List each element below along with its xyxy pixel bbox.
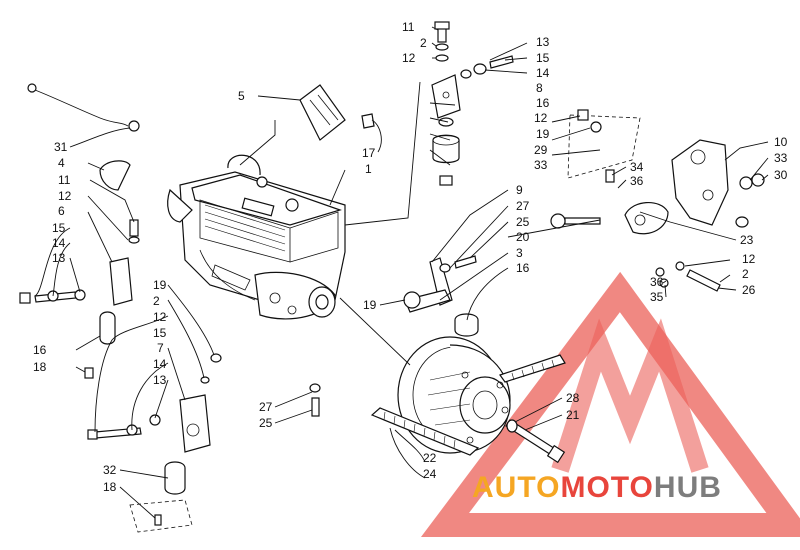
callout-27: 27 <box>516 199 530 213</box>
watermark-text: AUTOMOTOHUB <box>472 471 722 504</box>
callout-12: 12 <box>153 310 167 324</box>
callout-19: 19 <box>153 278 167 292</box>
callout-5: 5 <box>238 89 245 103</box>
left-upper-mount-bracket <box>19 219 140 379</box>
callout-34: 34 <box>630 160 644 174</box>
callout-25: 25 <box>259 416 273 430</box>
callout-36: 36 <box>650 275 664 289</box>
callout-7: 7 <box>157 341 164 355</box>
callout-23: 23 <box>740 233 754 247</box>
callout-33: 33 <box>774 151 788 165</box>
callout-16: 16 <box>516 261 530 275</box>
callout-8: 8 <box>536 81 543 95</box>
callout-28: 28 <box>566 391 580 405</box>
callout-11: 11 <box>402 20 415 34</box>
watermark-triangle-outer <box>420 271 800 537</box>
callout-13: 13 <box>52 251 66 265</box>
front-engine-mount-stack <box>431 21 514 186</box>
callout-19: 19 <box>363 298 377 312</box>
exhaust-manifold-bracket <box>299 84 375 141</box>
rear-engine-mount-bracket <box>550 109 765 292</box>
watermark-text-auto: AUTO <box>472 471 560 504</box>
watermark-text-hub: HUB <box>654 471 722 504</box>
callout-30: 30 <box>774 168 788 182</box>
callout-35: 35 <box>650 290 664 304</box>
callout-14: 14 <box>536 66 550 80</box>
callout-29: 29 <box>534 143 548 157</box>
callout-19: 19 <box>536 127 550 141</box>
callout-12: 12 <box>534 111 548 125</box>
callout-12: 12 <box>58 189 72 203</box>
callout-labels: 1 2 2 2 3 4 5 6 7 8 9 10 11 11 12 12 12 … <box>33 20 788 494</box>
callout-18: 18 <box>33 360 47 374</box>
watermark-text-moto: MOTO <box>560 471 653 504</box>
callout-20: 20 <box>516 230 530 244</box>
callout-15: 15 <box>52 221 66 235</box>
drive-belt <box>370 354 566 456</box>
callout-21: 21 <box>566 408 580 422</box>
callout-25: 25 <box>516 215 530 229</box>
callout-13: 13 <box>536 35 550 49</box>
callout-26: 26 <box>742 283 756 297</box>
callout-9: 9 <box>516 183 523 197</box>
callout-13: 13 <box>153 373 167 387</box>
engine-assembly <box>167 154 346 320</box>
callout-33: 33 <box>534 158 548 172</box>
callout-4: 4 <box>58 156 65 170</box>
callout-36: 36 <box>630 174 644 188</box>
callout-32: 32 <box>103 463 117 477</box>
callout-2: 2 <box>420 36 427 50</box>
callout-1: 1 <box>365 162 372 176</box>
spark-plug-wire-holder <box>99 160 131 191</box>
callout-12: 12 <box>742 252 756 266</box>
callout-14: 14 <box>153 357 167 371</box>
callout-16: 16 <box>33 343 47 357</box>
callout-11: 11 <box>58 173 71 187</box>
callout-15: 15 <box>153 326 167 340</box>
ground-wire <box>27 83 140 132</box>
callout-12: 12 <box>402 51 416 65</box>
svg-text:AUTOMOTOHUB: AUTOMOTOHUB <box>472 471 722 504</box>
callout-18: 18 <box>103 480 117 494</box>
watermark-inner-m <box>551 318 709 473</box>
callout-16: 16 <box>536 96 550 110</box>
bracket-bolt-27-25 <box>309 383 321 417</box>
callout-2: 2 <box>742 267 749 281</box>
callout-3: 3 <box>516 246 523 260</box>
callout-2: 2 <box>153 294 160 308</box>
callout-14: 14 <box>52 236 66 250</box>
callout-6: 6 <box>58 204 65 218</box>
callout-17: 17 <box>362 146 376 160</box>
clutch-washer <box>506 419 518 433</box>
center-support-bracket <box>403 255 479 337</box>
callout-31: 31 <box>54 140 68 154</box>
leader-lines <box>34 26 769 519</box>
watermark-logo <box>420 271 800 537</box>
callout-15: 15 <box>536 51 550 65</box>
callout-24: 24 <box>423 467 437 481</box>
callout-22: 22 <box>423 451 437 465</box>
callout-10: 10 <box>774 135 788 149</box>
callout-27: 27 <box>259 400 273 414</box>
drive-clutch-assembly <box>397 336 511 454</box>
